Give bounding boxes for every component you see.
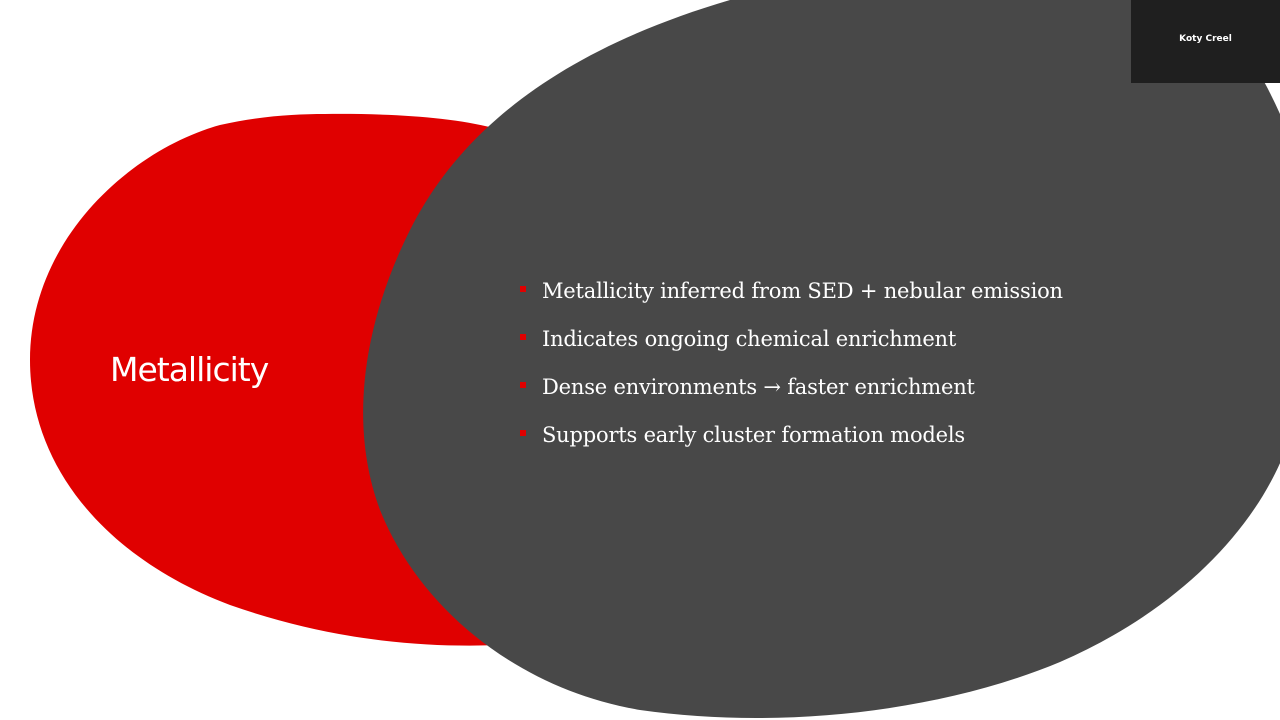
bullet-text: Indicates ongoing chemical enrichment	[542, 327, 957, 351]
bullet-list: Metallicity inferred from SED + nebular …	[519, 274, 1063, 466]
bullet-item: Metallicity inferred from SED + nebular …	[519, 274, 1063, 322]
participant-name: Koty Creel	[1179, 34, 1232, 44]
bullet-text: Metallicity inferred from SED + nebular …	[542, 279, 1063, 303]
bullet-item: Indicates ongoing chemical enrichment	[519, 322, 1063, 370]
bullet-text: Supports early cluster formation models	[542, 423, 965, 447]
bullet-text: Dense environments → faster enrichment	[542, 375, 975, 399]
square-bullet-icon	[520, 430, 526, 436]
slide-title: Metallicity	[110, 350, 269, 389]
square-bullet-icon	[520, 334, 526, 340]
bullet-item: Dense environments → faster enrichment	[519, 370, 1063, 418]
dark-blob-shape	[363, 0, 1280, 718]
square-bullet-icon	[520, 382, 526, 388]
bullet-item: Supports early cluster formation models	[519, 418, 1063, 466]
participant-video-tile[interactable]: Koty Creel	[1131, 0, 1280, 83]
square-bullet-icon	[520, 286, 526, 292]
